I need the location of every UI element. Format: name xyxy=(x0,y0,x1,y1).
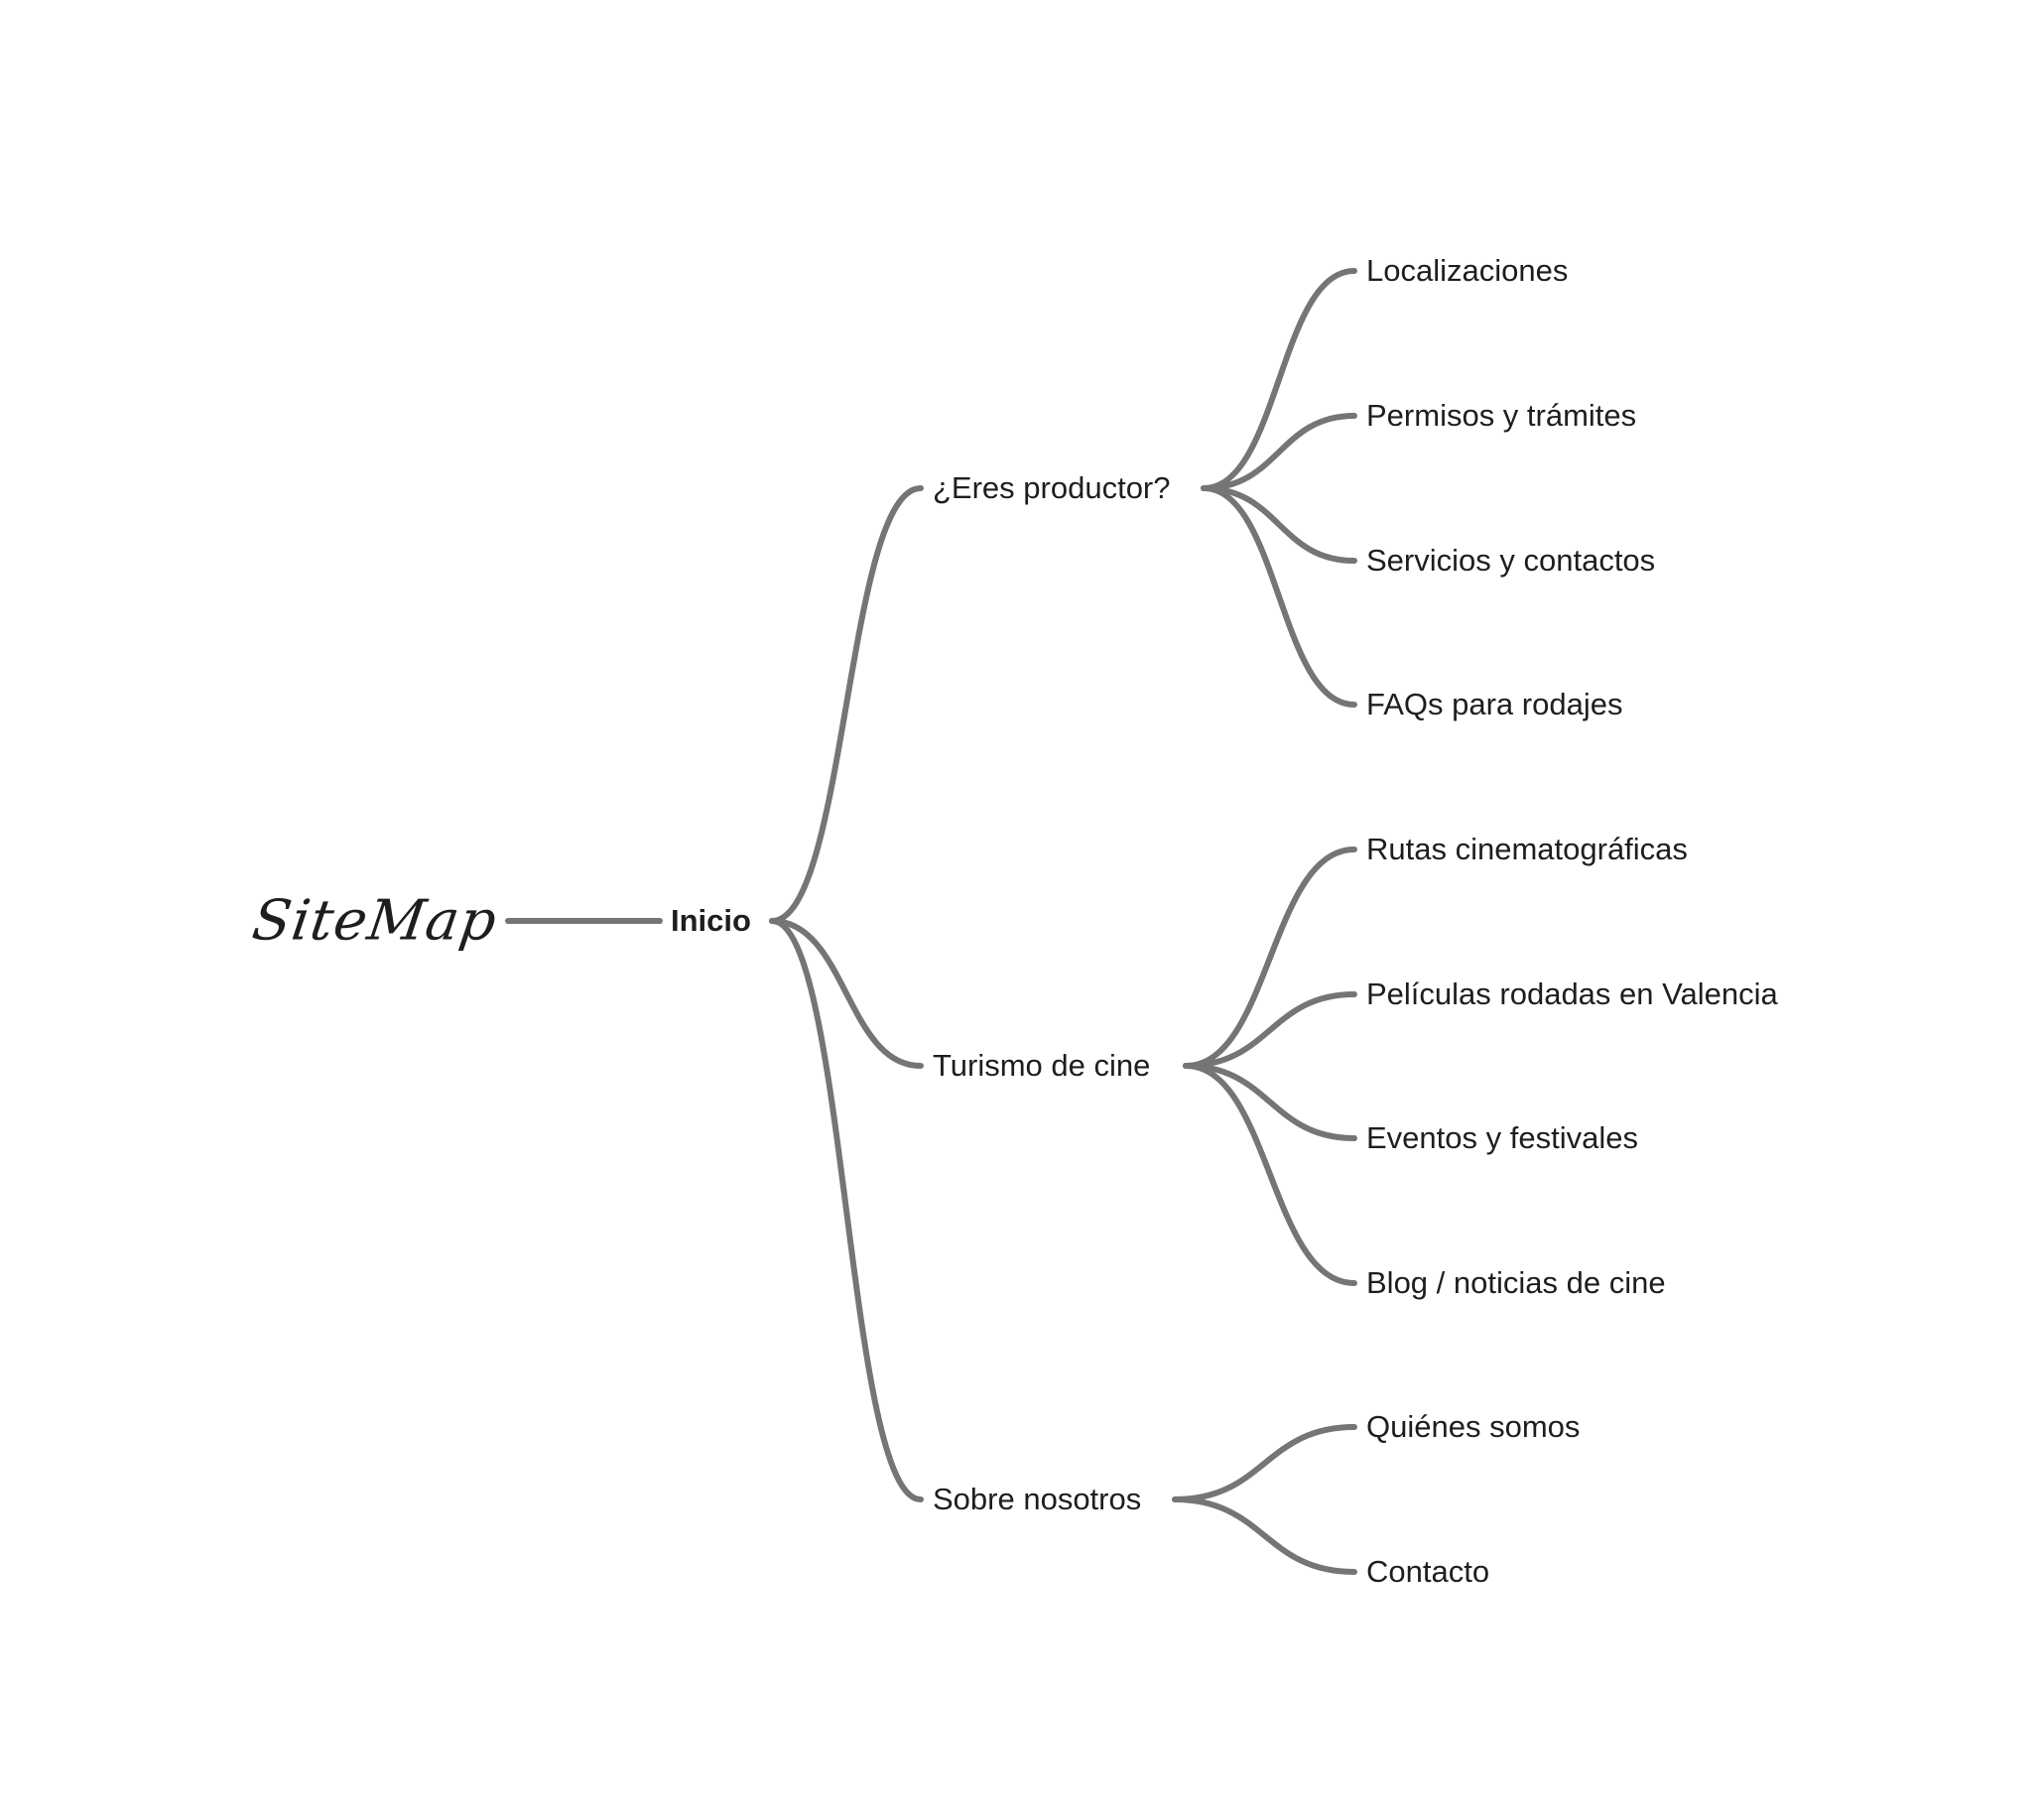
connector-nosotros-child-0 xyxy=(1172,1424,1357,1502)
node-blog[interactable]: Blog / noticias de cine xyxy=(1366,1265,1666,1300)
sitemap-title: SiteMap xyxy=(248,888,502,954)
connector-turismo-child-0 xyxy=(1183,846,1357,1069)
node-localizaciones[interactable]: Localizaciones xyxy=(1366,253,1569,288)
connector-nosotros-child-1 xyxy=(1172,1496,1357,1575)
connector-root-productor xyxy=(769,485,924,924)
connector-productor-child-2 xyxy=(1201,485,1357,564)
node-contacto[interactable]: Contacto xyxy=(1366,1554,1490,1589)
node-faqs[interactable]: FAQs para rodajes xyxy=(1366,687,1623,721)
node-permisos[interactable]: Permisos y trámites xyxy=(1366,398,1637,433)
node-eventos[interactable]: Eventos y festivales xyxy=(1366,1120,1638,1155)
connector-productor-child-3 xyxy=(1201,485,1357,708)
node-peliculas[interactable]: Películas rodadas en Valencia xyxy=(1366,976,1778,1011)
connector-root-nosotros xyxy=(769,918,924,1502)
connector-productor-child-0 xyxy=(1201,268,1357,491)
connector-turismo-child-2 xyxy=(1183,1063,1357,1141)
node-quienes[interactable]: Quiénes somos xyxy=(1366,1409,1581,1444)
connector-root-turismo xyxy=(769,918,924,1069)
connector-turismo-child-3 xyxy=(1183,1063,1357,1286)
node-servicios[interactable]: Servicios y contactos xyxy=(1366,543,1656,578)
node-root[interactable]: Inicio xyxy=(671,903,751,938)
node-section-nosotros[interactable]: Sobre nosotros xyxy=(933,1482,1142,1516)
node-section-turismo[interactable]: Turismo de cine xyxy=(933,1048,1151,1083)
connector-turismo-child-1 xyxy=(1183,991,1357,1069)
node-rutas[interactable]: Rutas cinematográficas xyxy=(1366,832,1688,866)
connector-productor-child-1 xyxy=(1201,413,1357,491)
node-section-productor[interactable]: ¿Eres productor? xyxy=(933,470,1171,505)
